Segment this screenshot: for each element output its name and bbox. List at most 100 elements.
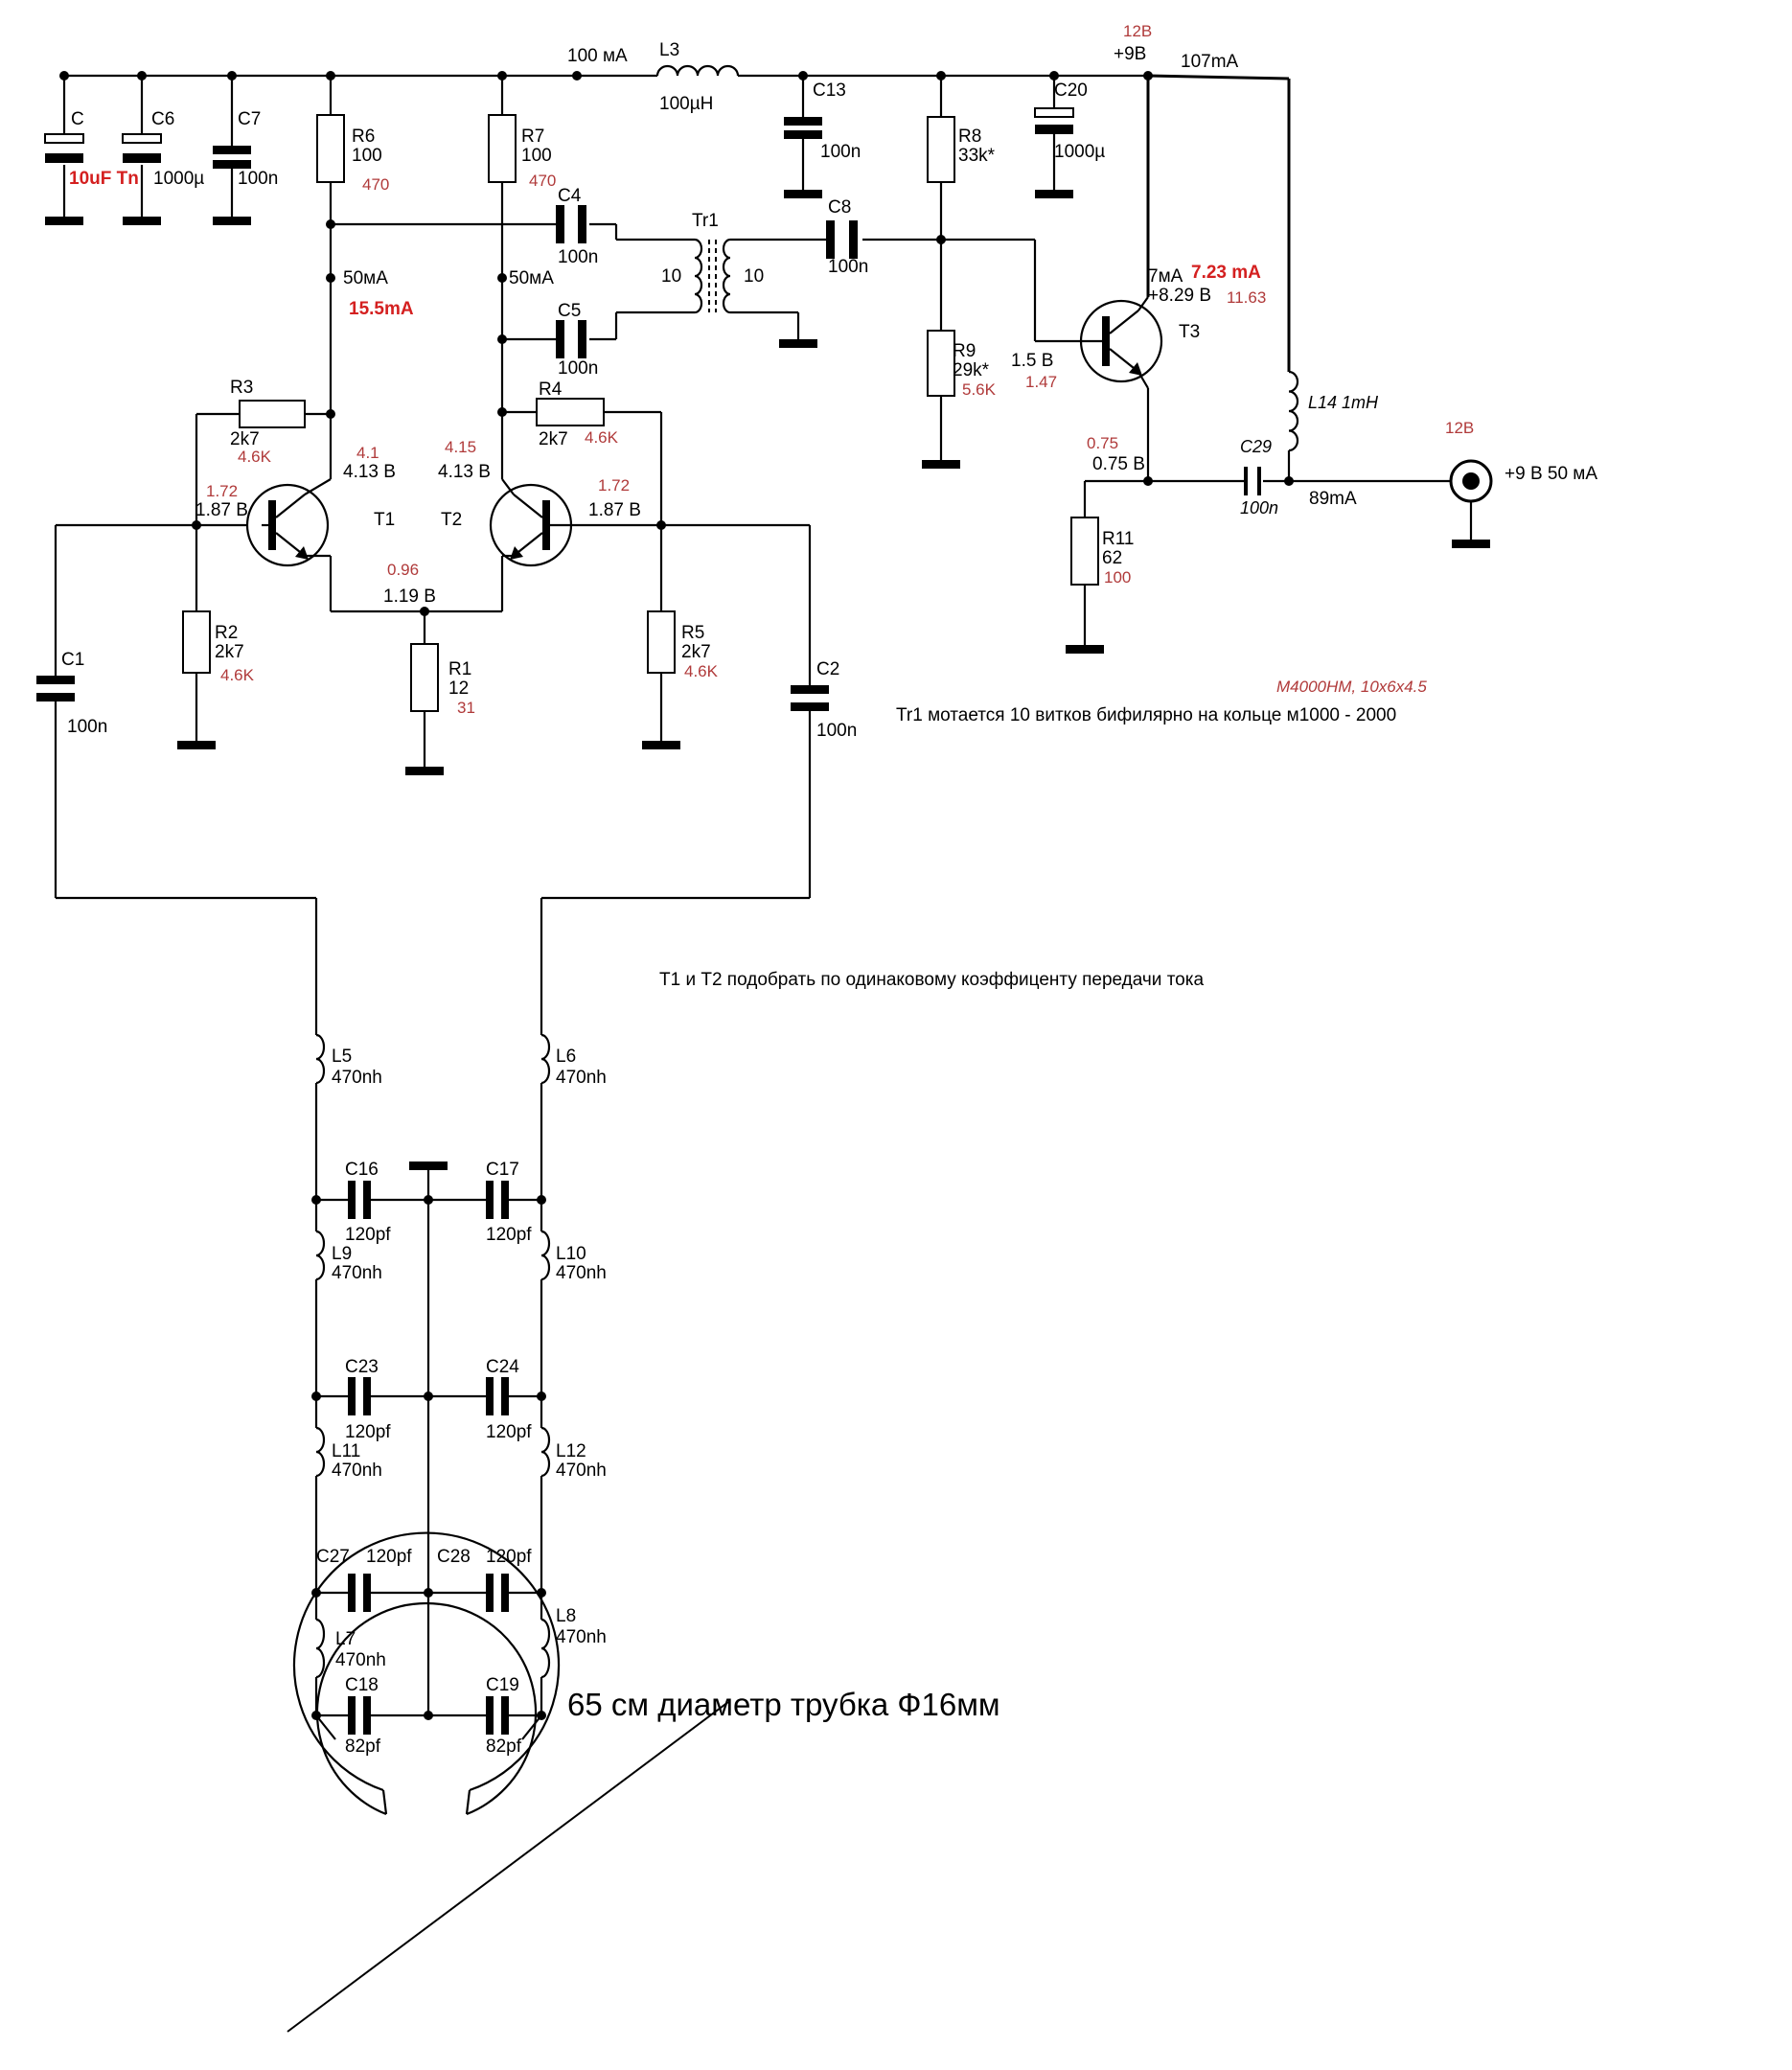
label-t2-c-red: 4.15 [445, 438, 476, 456]
loop-antenna [287, 1531, 729, 2033]
transformer-tr1 [694, 238, 731, 314]
label-r9: R9 [953, 341, 976, 361]
label-c29: C29 [1240, 437, 1272, 456]
label-r9-val: 29k* [953, 360, 990, 380]
label-t3-e: 0.75 В [1092, 454, 1145, 474]
note-tr1: Tr1 мотается 10 витков бифилярно на коль… [896, 705, 1396, 725]
label-l5-val: 470nh [332, 1068, 382, 1088]
label-c7-val: 100n [238, 169, 278, 189]
label-c23-val: 120pf [345, 1422, 391, 1442]
label-r11-val: 62 [1102, 548, 1122, 568]
cap-c29 [1244, 467, 1261, 495]
label-c5-val: 100n [558, 358, 598, 379]
label-i-t1-red: 15.5mA [349, 299, 414, 319]
label-l6: L6 [556, 1046, 576, 1067]
inductor-l3 [655, 64, 740, 77]
label-r6-red: 470 [362, 175, 389, 194]
label-l9: L9 [332, 1244, 352, 1264]
note-loop: 65 см диаметр трубка Ф16мм [567, 1687, 1000, 1722]
labels: C 10uF Tn C6 1000µ C7 100n R6 100 470 R7… [61, 22, 1597, 1757]
label-r2-red: 4.6K [220, 666, 255, 684]
inductor-l14 [1288, 370, 1299, 452]
label-t3-v-red: 11.63 [1227, 288, 1266, 307]
label-e-v: 1.19 В [383, 586, 436, 607]
label-l8: L8 [556, 1606, 576, 1626]
label-out: +9 В 50 мА [1505, 464, 1597, 484]
label-i-t1: 50мА [343, 268, 388, 288]
label-l11-val: 470nh [332, 1460, 382, 1481]
label-t3-b-red: 1.47 [1025, 373, 1057, 391]
transistor-t1 [245, 483, 330, 567]
label-l6-val: 470nh [556, 1068, 607, 1088]
label-c29-val: 100n [1240, 498, 1278, 518]
label-l3: L3 [659, 40, 679, 60]
label-c6-val: 1000µ [153, 169, 204, 189]
label-c17: C17 [486, 1160, 519, 1180]
label-r4-val: 2k7 [539, 429, 568, 449]
label-c28: C28 [437, 1547, 471, 1567]
cap-c13 [784, 117, 822, 139]
label-t3-i-red: 7.23 mA [1191, 263, 1261, 283]
label-r5-val: 2k7 [681, 642, 711, 662]
label-r8: R8 [958, 126, 981, 147]
label-r5-red: 4.6K [684, 662, 719, 680]
label-c16-val: 120pf [345, 1225, 391, 1245]
label-c8-val: 100n [828, 257, 868, 277]
label-t2-b-red: 1.72 [598, 476, 630, 494]
label-c18-val: 82pf [345, 1736, 381, 1757]
label-c23: C23 [345, 1357, 379, 1377]
label-out-red: 12В [1445, 419, 1474, 437]
label-c18: C18 [345, 1675, 379, 1695]
wires [54, 74, 1473, 1740]
label-v9-red: 12В [1123, 22, 1152, 40]
label-t2: T2 [441, 510, 462, 530]
label-l9-val: 470nh [332, 1263, 382, 1283]
label-t1-c: 4.13 В [343, 462, 396, 482]
label-c-val: 10uF Tn [69, 169, 139, 189]
label-l3-val: 100µH [659, 94, 713, 114]
label-r6: R6 [352, 126, 375, 147]
label-c5: C5 [558, 301, 581, 321]
label-c19: C19 [486, 1675, 519, 1695]
label-l10-val: 470nh [556, 1263, 607, 1283]
cap-c5 [556, 320, 586, 358]
label-r4: R4 [539, 380, 563, 400]
label-r1-red: 31 [457, 699, 475, 717]
label-r3-val: 2k7 [230, 429, 260, 449]
label-c4-val: 100n [558, 247, 598, 267]
label-r11-red: 100 [1104, 568, 1131, 586]
label-t3: T3 [1179, 322, 1200, 342]
label-c13: C13 [813, 80, 846, 101]
label-r11: R11 [1102, 529, 1134, 549]
label-tr1-left: 10 [661, 266, 681, 287]
label-l11: L11 [332, 1441, 360, 1461]
label-t1-b: 1.87 В [195, 500, 248, 520]
label-c27-val: 120pf [366, 1547, 412, 1567]
cap-c4 [556, 205, 586, 243]
label-t3-b: 1.5 В [1011, 351, 1053, 371]
label-l10: L10 [556, 1244, 586, 1264]
label-i-top: 100 мА [567, 46, 628, 66]
label-r2: R2 [215, 623, 238, 643]
label-c17-val: 120pf [486, 1225, 532, 1245]
output-connector [1449, 459, 1493, 503]
label-c20-val: 1000µ [1054, 142, 1105, 162]
label-t3-e-red: 0.75 [1087, 434, 1118, 452]
label-i89: 89mA [1309, 489, 1357, 509]
label-c16: C16 [345, 1160, 379, 1180]
ladder-caps [348, 1181, 509, 1735]
ladder-inductors [315, 1033, 551, 1679]
label-c1: C1 [61, 650, 84, 670]
label-r2-val: 2k7 [215, 642, 244, 662]
label-c8: C8 [828, 197, 851, 218]
label-r3-red: 4.6K [238, 448, 272, 466]
label-tr1: Tr1 [692, 211, 719, 231]
label-t1-c-red: 4.1 [356, 444, 379, 462]
cap-c1 [36, 676, 75, 702]
cap-c20 [1034, 107, 1074, 134]
label-core-red: M4000HM, 10x6x4.5 [1276, 678, 1427, 696]
cap-c8 [826, 220, 858, 259]
label-l12: L12 [556, 1441, 586, 1461]
label-c28-val: 120pf [486, 1547, 532, 1567]
